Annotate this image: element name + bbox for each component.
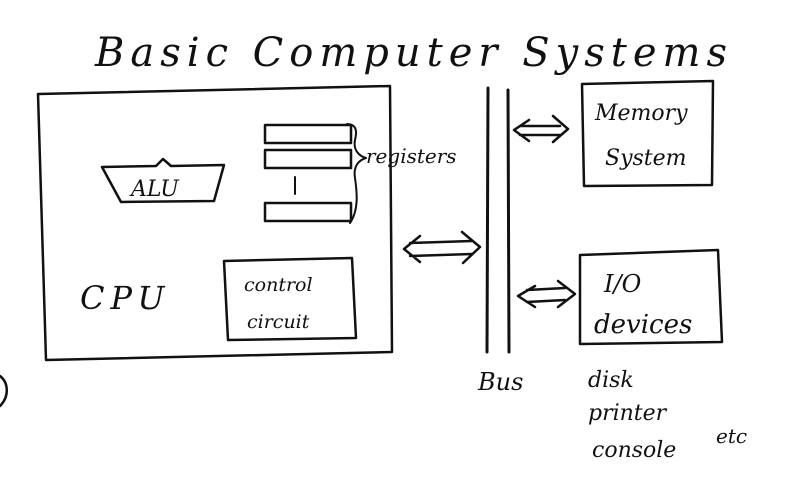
io-label-line2: devices [594, 310, 692, 340]
io-example-printer: printer [588, 401, 668, 426]
io-examples: disk printer console etc [588, 368, 747, 463]
bus-io-arrow [516, 279, 577, 309]
memory-label-line2: System [605, 146, 687, 171]
bus-memory-arrow [512, 114, 570, 144]
control-circuit-block: control circuit [222, 256, 358, 342]
bus: Bus [477, 86, 523, 396]
cpu-label: CPU [80, 279, 170, 317]
diagram-title: Basic Computer Systems [94, 30, 733, 76]
io-label-line1: I/O [603, 270, 642, 298]
io-devices-block: I/O devices [578, 248, 724, 346]
bus-line [485, 86, 490, 354]
cpu-bus-arrow [402, 230, 482, 265]
bus-line [506, 88, 511, 354]
register-cell [263, 148, 353, 170]
io-examples-etc: etc [716, 424, 747, 448]
register-stack: registers [263, 123, 457, 224]
cpu-block: ALU registers control circuit CPU [36, 84, 457, 362]
control-label-line2: circuit [247, 311, 310, 333]
io-example-console: console [592, 438, 676, 463]
margin-mark [0, 374, 8, 408]
control-label-line1: control [244, 274, 313, 296]
memory-system-block: Memory System [580, 79, 715, 188]
alu-label: ALU [129, 177, 180, 202]
register-cell [263, 201, 353, 223]
registers-bracket [346, 123, 367, 224]
register-cell [263, 123, 353, 145]
memory-label-line1: Memory [594, 101, 688, 126]
bus-label: Bus [477, 368, 523, 396]
registers-label: registers [366, 144, 457, 168]
alu-block: ALU [100, 157, 226, 204]
io-example-disk: disk [588, 368, 634, 393]
